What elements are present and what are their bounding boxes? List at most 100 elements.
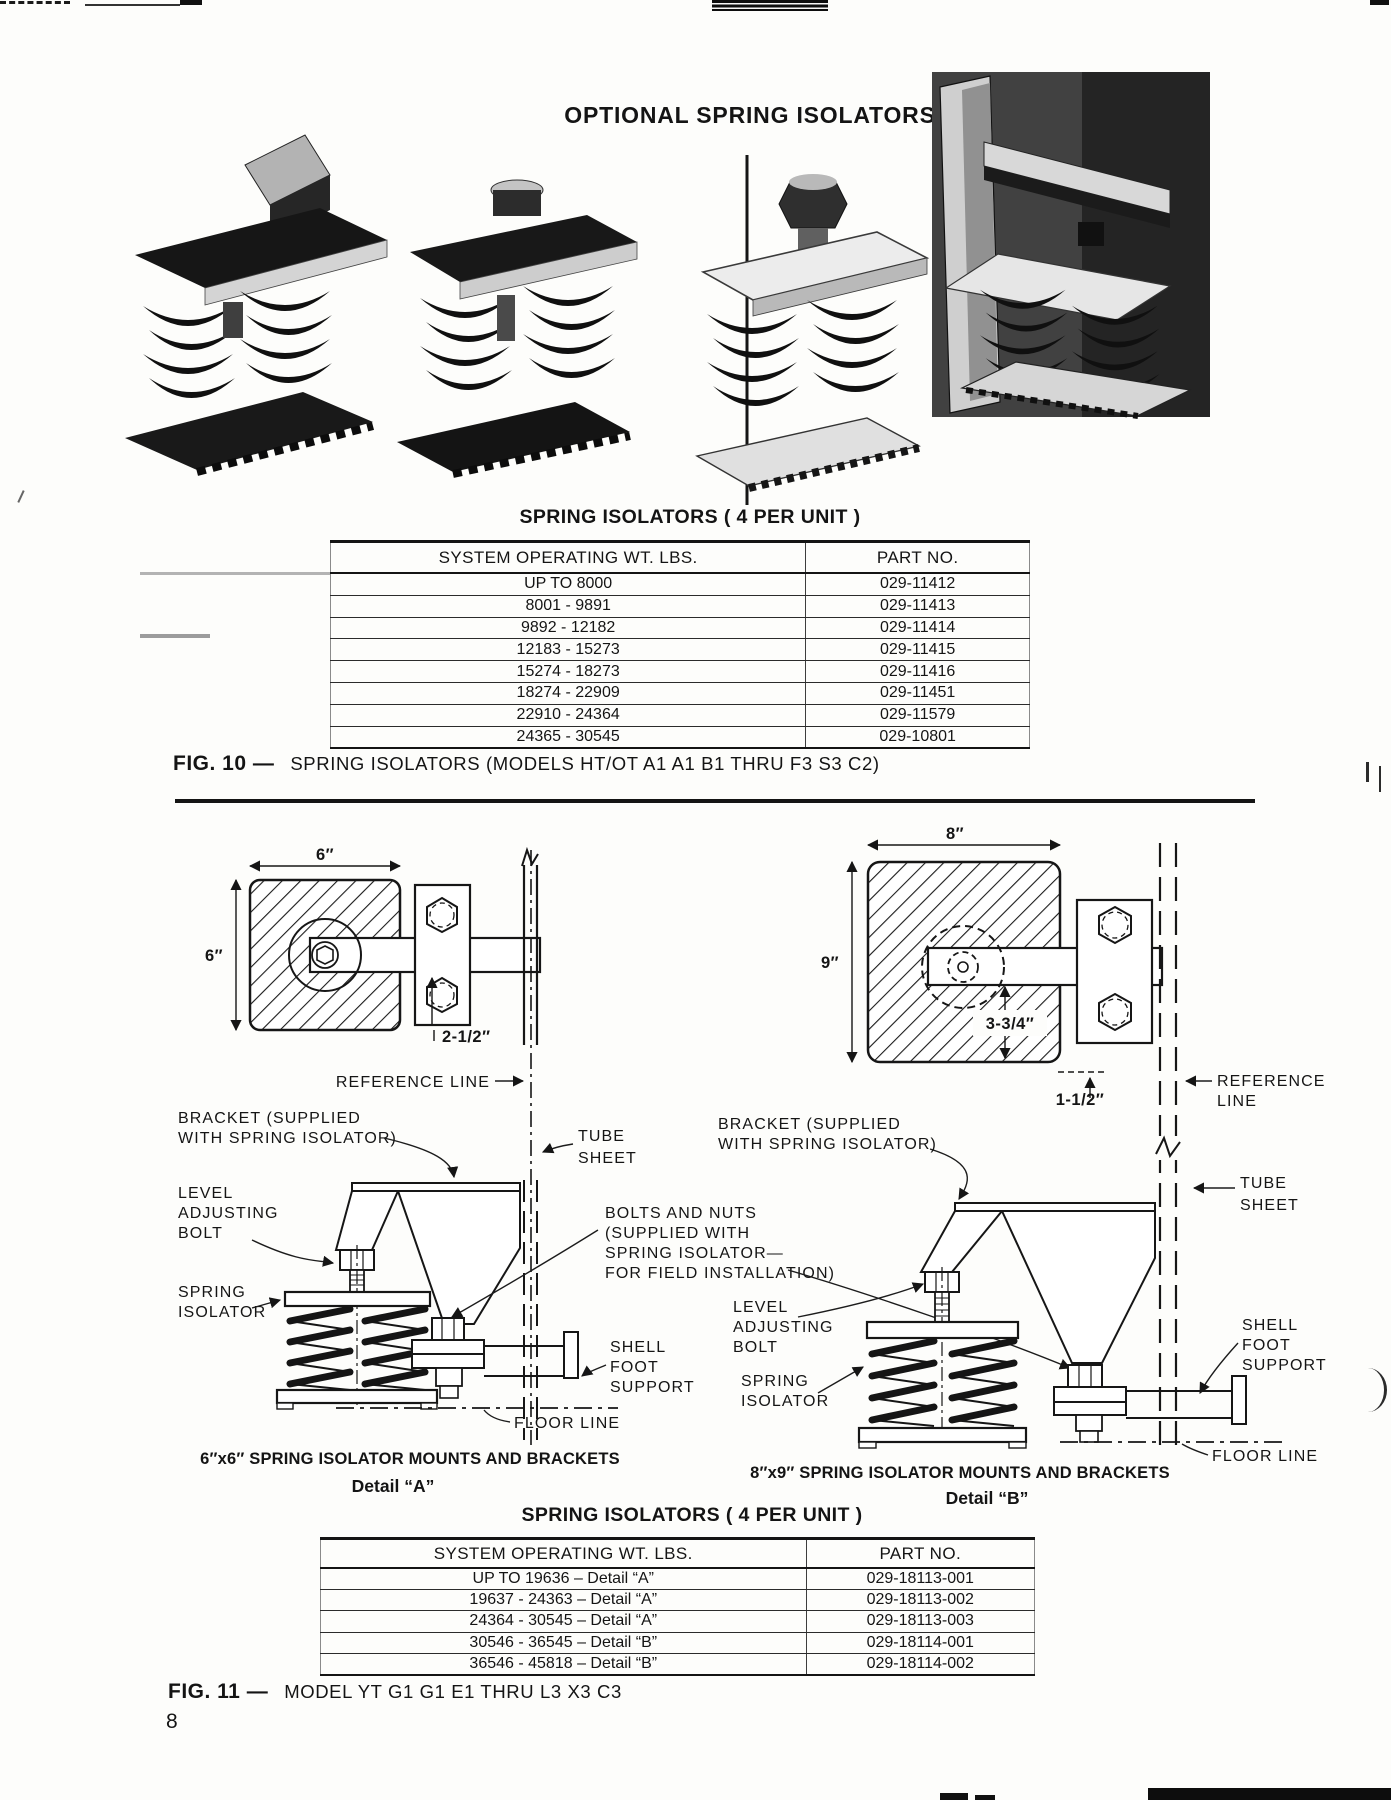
label-bolts-nuts-2: (SUPPLIED WITH (605, 1225, 750, 1242)
label-shell-foot-b-3: SUPPORT (1242, 1357, 1327, 1374)
scan-artifact-left-tick (17, 490, 25, 503)
section-divider-line (175, 799, 1255, 803)
label-spring-isolator-b-2: ISOLATOR (741, 1393, 829, 1410)
scan-artifact-top-center-block (712, 0, 828, 11)
label-bracket-a-2: WITH SPRING ISOLATOR) (178, 1130, 397, 1147)
part-cell: 029-11579 (805, 704, 1030, 727)
detail-b-width-dim: 8″ (946, 825, 964, 843)
detail-a-top-view: 6″ 6″ 2-1/2″ (205, 846, 542, 1445)
label-floor-line-a: FLOOR LINE (514, 1415, 620, 1432)
part-cell: 029-10801 (805, 726, 1030, 750)
part-column-header: PART NO. (806, 1538, 1035, 1569)
detail-a-width-dim: 6″ (316, 846, 334, 864)
detail-b-d1-dim: 3-3/4″ (986, 1015, 1035, 1033)
scan-artifact-right-bar-2 (1379, 766, 1381, 792)
label-tube-sheet-a-1: TUBE (578, 1128, 625, 1145)
part-cell: 029-18114-002 (806, 1653, 1035, 1676)
label-tube-sheet-b-2: SHEET (1240, 1197, 1299, 1214)
weight-cell: 9892 - 12182 (330, 617, 807, 640)
part-cell: 029-11416 (805, 660, 1030, 683)
label-shell-foot-a-2: FOOT (610, 1359, 659, 1376)
label-reference-line-a: REFERENCE LINE (336, 1074, 490, 1091)
table-header-row: SYSTEM OPERATING WT. LBS. PART NO. (330, 541, 1030, 574)
scan-artifact-top-line (85, 4, 180, 6)
weight-cell: UP TO 19636 – Detail “A” (320, 1568, 807, 1591)
part-cell: 029-11414 (805, 617, 1030, 640)
scan-artifact-top-left-dashes (0, 1, 70, 4)
label-bracket-b-2: WITH SPRING ISOLATOR) (718, 1136, 937, 1153)
weight-cell: 22910 - 24364 (330, 704, 807, 727)
label-level-b-1: LEVEL (733, 1299, 788, 1316)
label-level-a-1: LEVEL (178, 1185, 233, 1202)
scan-artifact-right-bar-1 (1366, 762, 1369, 782)
spring-isolator-photos (125, 72, 1210, 505)
detail-b-labels: REFERENCE LINE BRACKET (SUPPLIED WITH SP… (718, 1073, 1327, 1465)
weight-cell: 15274 - 18273 (330, 660, 807, 683)
weight-cell: 12183 - 15273 (330, 638, 807, 662)
weight-cell: 24364 - 30545 – Detail “A” (320, 1610, 807, 1633)
part-cell: 029-18114-001 (806, 1632, 1035, 1654)
table-row: 30546 - 36545 – Detail “B”029-18114-001 (320, 1632, 1035, 1654)
weight-cell: UP TO 8000 (330, 573, 807, 596)
label-bolts-nuts-3: SPRING ISOLATOR— (605, 1245, 784, 1262)
detail-a-labels: REFERENCE LINE BRACKET (SUPPLIED WITH SP… (178, 1074, 1072, 1432)
table-header-row: SYSTEM OPERATING WT. LBS. PART NO. (320, 1538, 1035, 1569)
fig10-table-heading: SPRING ISOLATORS ( 4 PER UNIT ) (519, 506, 861, 528)
label-level-a-2: ADJUSTING (178, 1205, 279, 1222)
fig11-caption-text: MODEL YT G1 G1 E1 THRU L3 X3 C3 (284, 1681, 622, 1702)
label-level-b-3: BOLT (733, 1339, 778, 1356)
part-cell: 029-11451 (805, 682, 1030, 705)
label-level-b-2: ADJUSTING (733, 1319, 834, 1336)
detail-b-top-view: 8″ 9″ 3-3/4″ 1-1/2″ (821, 825, 1186, 1452)
label-reference-line-b-1: REFERENCE (1217, 1073, 1326, 1090)
detail-a-caption: 6″x6″ SPRING ISOLATOR MOUNTS AND BRACKET… (200, 1450, 620, 1468)
part-cell: 029-11412 (805, 573, 1030, 596)
part-column-header: PART NO. (805, 541, 1030, 574)
label-reference-line-b-2: LINE (1217, 1093, 1257, 1110)
detail-a-label: Detail “A” (351, 1476, 435, 1496)
label-tube-sheet-a-2: SHEET (578, 1150, 637, 1167)
scan-smear-1 (140, 572, 335, 575)
scan-artifact-bottom-mark-2 (975, 1795, 995, 1800)
page-title: OPTIONAL SPRING ISOLATORS (564, 102, 936, 128)
label-shell-foot-a-1: SHELL (610, 1339, 666, 1356)
detail-a-offset-dim: 2-1/2″ (442, 1028, 491, 1046)
fig11-caption-prefix: FIG. 11 — (168, 1680, 269, 1703)
label-bolts-nuts-4: FOR FIELD INSTALLATION) (605, 1265, 835, 1282)
scan-artifact-bottom-mark-1 (940, 1793, 968, 1800)
weight-cell: 18274 - 22909 (330, 682, 807, 705)
label-spring-isolator-a-2: ISOLATOR (178, 1304, 266, 1321)
photo-spring-isolator-installed (932, 72, 1210, 419)
weight-cell: 36546 - 45818 – Detail “B” (320, 1653, 807, 1676)
scan-artifact-top-right-mark (1370, 0, 1389, 5)
label-level-a-3: BOLT (178, 1225, 223, 1242)
table-row: 24364 - 30545 – Detail “A”029-18113-003 (320, 1610, 1035, 1633)
detail-b-side-view (857, 1202, 1286, 1449)
detail-b-d2-dim: 1-1/2″ (1056, 1091, 1105, 1109)
fig10-caption: FIG. 10 — SPRING ISOLATORS (MODELS HT/OT… (173, 752, 880, 776)
table-row: 36546 - 45818 – Detail “B”029-18114-002 (320, 1653, 1035, 1676)
fig11-caption: FIG. 11 — MODEL YT G1 G1 E1 THRU L3 X3 C… (168, 1680, 622, 1704)
scan-artifact-top-mark (180, 0, 202, 5)
weight-column-header: SYSTEM OPERATING WT. LBS. (320, 1538, 807, 1569)
fig11-diagram: 6″ 6″ 2-1/2″ (178, 825, 1327, 1465)
table-row: UP TO 19636 – Detail “A”029-18113-001 (320, 1568, 1035, 1591)
label-spring-isolator-b-1: SPRING (741, 1373, 809, 1390)
detail-b-height-dim: 9″ (821, 954, 839, 972)
weight-cell: 24365 - 30545 (330, 726, 807, 750)
scan-artifact-bottom-strip (1148, 1788, 1391, 1800)
label-spring-isolator-a-1: SPRING (178, 1284, 246, 1301)
scan-smear-2 (140, 634, 210, 638)
detail-b-caption: 8″x9″ SPRING ISOLATOR MOUNTS AND BRACKET… (750, 1464, 1170, 1482)
detail-b-label: Detail “B” (945, 1488, 1029, 1508)
label-bracket-b-1: BRACKET (SUPPLIED (718, 1116, 901, 1133)
photo-spring-isolator-hex-bolt (695, 174, 930, 492)
page-number: 8 (166, 1710, 178, 1733)
